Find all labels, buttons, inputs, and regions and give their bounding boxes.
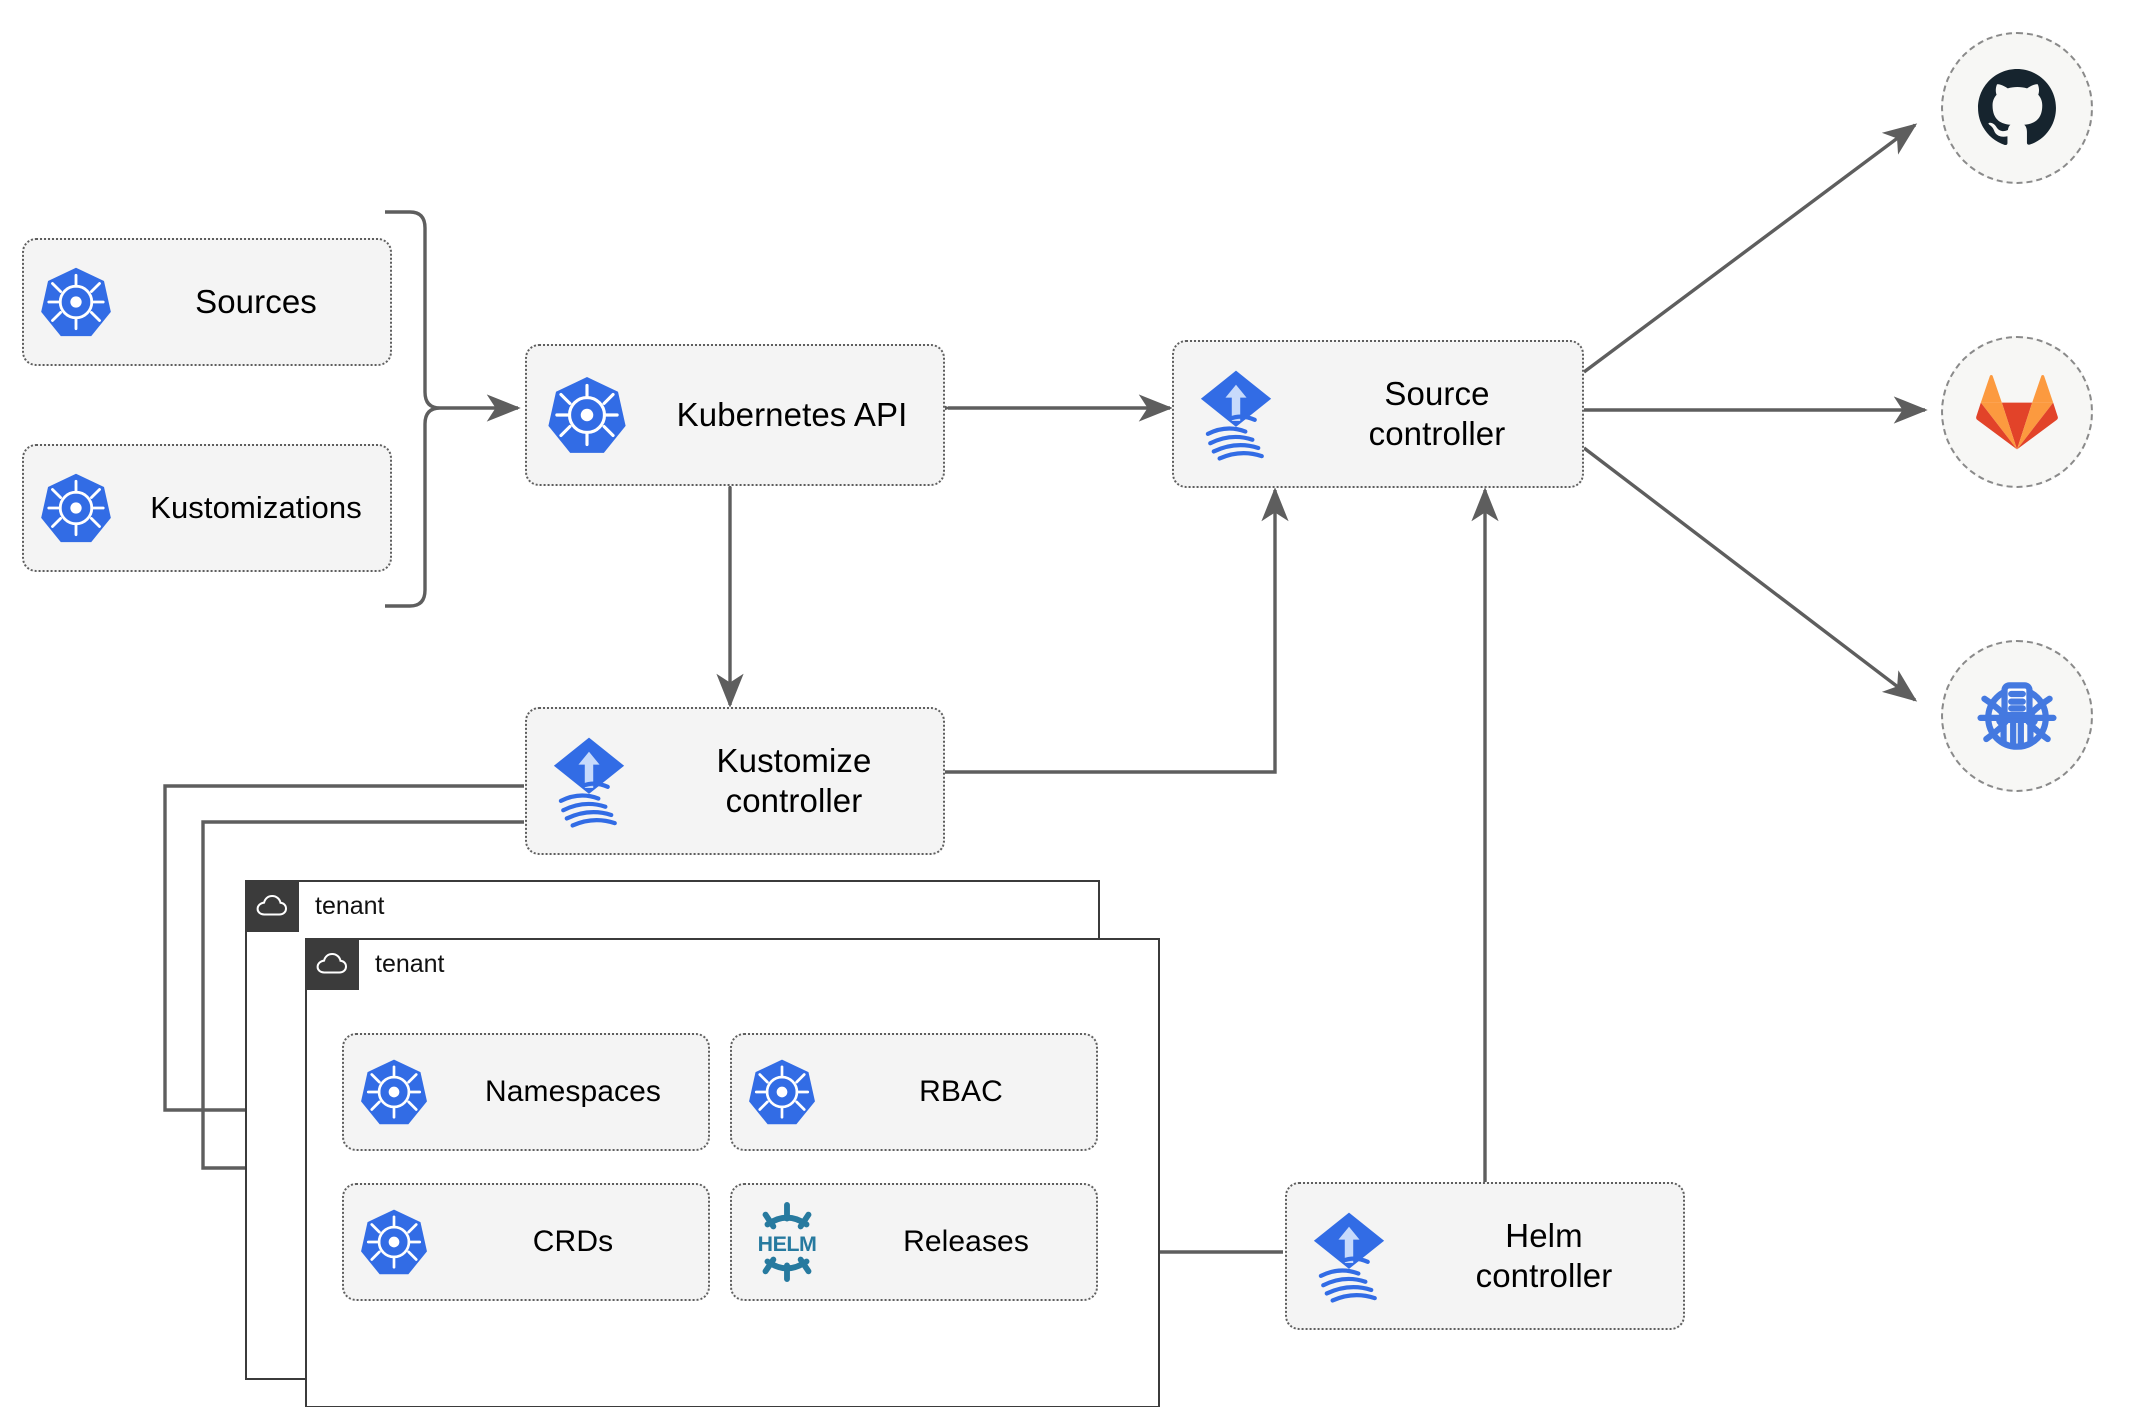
cloud-icon [245, 880, 299, 932]
tenant-label-back: tenant [315, 891, 385, 920]
kubernetes-icon [527, 374, 647, 456]
helm-icon: HELM [732, 1201, 842, 1283]
flux-icon [527, 733, 651, 829]
kubernetes-icon [344, 1207, 444, 1277]
node-namespaces[interactable]: Namespaces [342, 1033, 710, 1151]
chartmuseum-icon [1971, 670, 2063, 762]
node-label-sources: Sources [195, 282, 317, 320]
node-label-kustomizations: Kustomizations [150, 490, 362, 526]
node-label-crds: CRDs [532, 1224, 614, 1258]
edge-kustomize-controller-tenant-back [163, 784, 524, 1124]
endpoint-gitlab[interactable] [1941, 336, 2093, 488]
edge-source-controller-github [1582, 123, 1918, 374]
node-kubernetes-api[interactable]: Kubernetes API [525, 344, 945, 486]
edge-source-controller-chartmuseum [1582, 446, 1918, 702]
tenant-tab-back: tenant [245, 880, 385, 932]
edge-kustomize-controller-source-controller [944, 487, 1289, 774]
node-label-kubernetes-api: Kubernetes API [676, 395, 908, 433]
node-label-helm-controller: Helm controller [1475, 1216, 1613, 1294]
tenant-container-front[interactable]: tenant [305, 938, 1160, 1407]
node-label-kustomize-controller: Kustomize controller [716, 741, 872, 819]
node-sources[interactable]: Sources [22, 238, 392, 366]
node-crds[interactable]: CRDs [342, 1183, 710, 1301]
edge-group-bracket [385, 210, 441, 608]
node-source-controller[interactable]: Source controller [1172, 340, 1584, 488]
github-icon [1974, 65, 2060, 151]
node-label-namespaces: Namespaces [484, 1074, 662, 1108]
tenant-label-front: tenant [375, 949, 445, 978]
gitlab-icon [1975, 372, 2059, 452]
node-helm-controller[interactable]: Helm controller [1285, 1182, 1685, 1330]
node-label-source-controller: Source controller [1368, 374, 1506, 452]
flux-icon [1287, 1208, 1411, 1304]
kubernetes-icon [344, 1057, 444, 1127]
node-kustomize-controller[interactable]: Kustomize controller [525, 707, 945, 855]
flux-icon [1174, 366, 1298, 462]
tenant-tab-front: tenant [305, 938, 445, 990]
node-releases[interactable]: HELM Releases [730, 1183, 1098, 1301]
kubernetes-icon [24, 265, 128, 339]
endpoint-github[interactable] [1941, 32, 2093, 184]
kubernetes-icon [732, 1057, 832, 1127]
node-label-releases: Releases [903, 1224, 1029, 1258]
cloud-icon [305, 938, 359, 990]
svg-text:HELM: HELM [758, 1232, 817, 1256]
kubernetes-icon [24, 471, 128, 545]
endpoint-chartmuseum[interactable] [1941, 640, 2093, 792]
node-rbac[interactable]: RBAC [730, 1033, 1098, 1151]
node-label-rbac: RBAC [919, 1074, 1003, 1108]
node-kustomizations[interactable]: Kustomizations [22, 444, 392, 572]
